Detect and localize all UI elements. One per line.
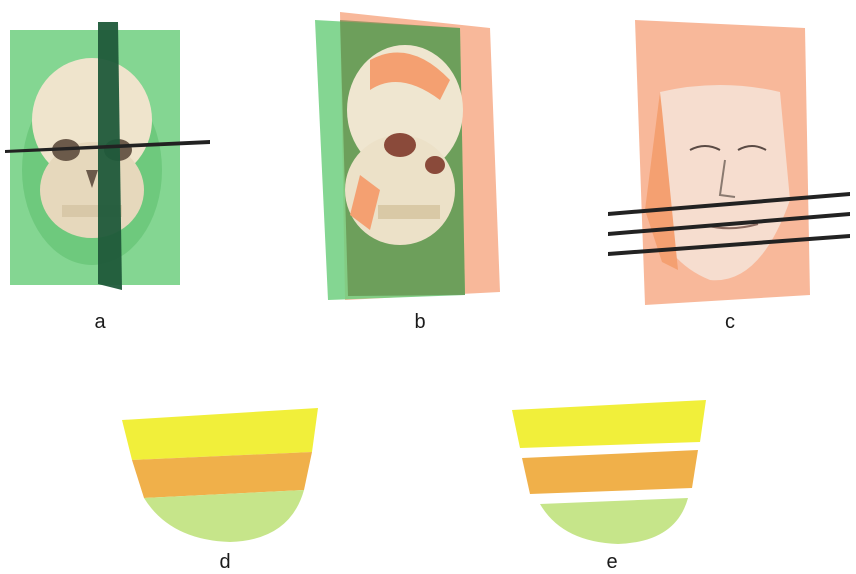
segment-lower-e [540,498,688,544]
panel-a: a [0,0,230,330]
panel-label-a: a [80,312,120,332]
panel-c: c [600,0,856,330]
panel-d: d [110,380,340,574]
orbit-b-left [384,133,416,157]
segment-middle-e [522,450,698,494]
panel-e: e [500,380,730,574]
panel-label-b: b [400,312,440,332]
orbit-b-right [425,156,445,174]
skull-frontal-figure [0,0,230,330]
segments-separated-figure [500,380,730,574]
skull-oblique-figure [300,0,530,330]
segment-upper [122,408,318,460]
panel-label-d: d [205,552,245,572]
panel-b: b [300,0,530,330]
teeth-b [378,205,440,219]
panel-label-c: c [710,312,750,332]
segment-lower [144,490,304,542]
coronal-plane [98,22,122,290]
segments-joined-figure [110,380,340,574]
segment-upper-e [512,400,706,448]
panel-label-e: e [592,552,632,572]
face-planes-figure [600,0,856,330]
